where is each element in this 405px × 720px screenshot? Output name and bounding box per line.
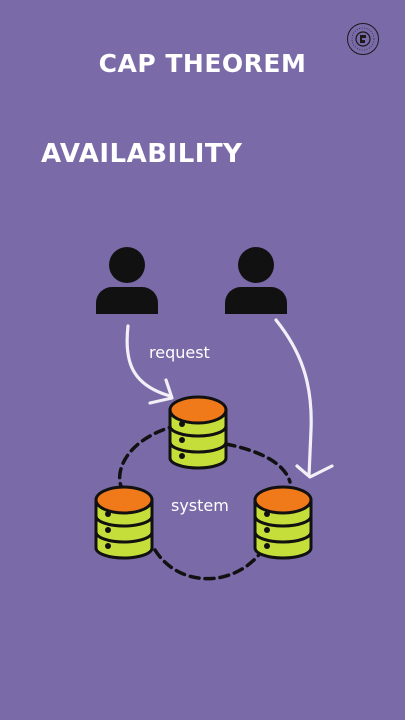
request-arrow	[125, 324, 174, 405]
logo-icon	[347, 23, 379, 55]
system-label: system	[171, 496, 229, 515]
database-node-icon	[168, 395, 228, 470]
client-user-icon	[225, 247, 287, 314]
client-user-icon	[96, 247, 158, 314]
request-label: request	[149, 343, 210, 362]
page-title: CAP THEOREM	[98, 49, 307, 78]
request-arrow	[274, 318, 334, 479]
section-heading: AVAILABILITY	[41, 139, 243, 169]
database-node-icon	[94, 485, 154, 560]
database-node-icon	[253, 485, 313, 560]
